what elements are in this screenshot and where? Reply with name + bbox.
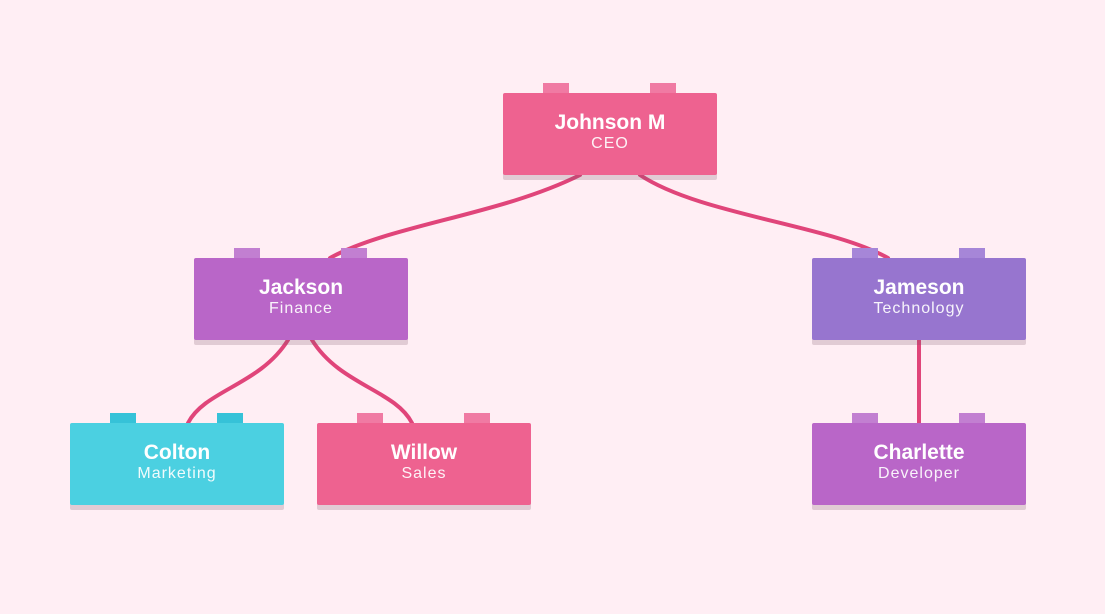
node-name: Jameson xyxy=(873,276,965,299)
connector-jackson-colton xyxy=(186,338,290,425)
node-name: Johnson M xyxy=(554,111,666,134)
org-node-jameson[interactable]: Jameson Technology xyxy=(812,248,1026,340)
node-tab-right xyxy=(464,413,490,423)
node-tab-right xyxy=(217,413,243,423)
connector-johnson-jackson xyxy=(328,173,582,260)
node-name: Colton xyxy=(143,441,211,464)
node-title: CEO xyxy=(591,135,629,152)
node-tab-left xyxy=(234,248,260,258)
node-name: Charlette xyxy=(873,441,965,464)
node-tab-right xyxy=(959,413,985,423)
node-title: Technology xyxy=(873,300,965,317)
connector-johnson-jameson xyxy=(638,173,890,260)
org-node-johnson[interactable]: Johnson M CEO xyxy=(503,83,717,175)
org-node-charlette[interactable]: Charlette Developer xyxy=(812,413,1026,505)
connector-jackson-willow xyxy=(310,338,414,425)
org-node-willow[interactable]: Willow Sales xyxy=(317,413,531,505)
node-name: Willow xyxy=(390,441,458,464)
node-name: Jackson xyxy=(258,276,344,299)
node-title: Marketing xyxy=(137,465,217,482)
node-tab-left xyxy=(543,83,569,93)
node-tab-right xyxy=(959,248,985,258)
node-title: Sales xyxy=(401,465,447,482)
node-tab-left xyxy=(110,413,136,423)
org-node-colton[interactable]: Colton Marketing xyxy=(70,413,284,505)
org-node-jackson[interactable]: Jackson Finance xyxy=(194,248,408,340)
node-tab-left xyxy=(357,413,383,423)
node-title: Developer xyxy=(878,465,960,482)
node-tab-left xyxy=(852,413,878,423)
node-tab-right xyxy=(650,83,676,93)
node-tab-left xyxy=(852,248,878,258)
node-title: Finance xyxy=(269,300,333,317)
node-tab-right xyxy=(341,248,367,258)
